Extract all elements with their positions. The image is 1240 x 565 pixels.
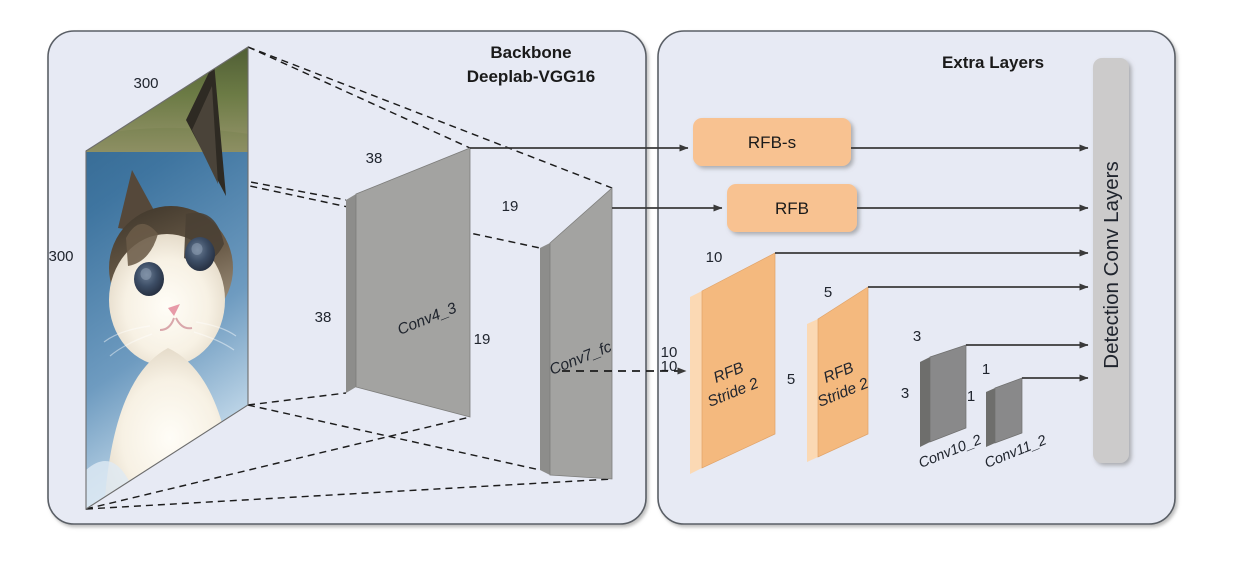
detection-conv-layers: Detection Conv Layers [1093, 58, 1129, 463]
conv7_fc-side-dim: 19 [474, 331, 491, 348]
extra-layers-title: Extra Layers [942, 53, 1044, 72]
rfb-s-label: RFB-s [748, 133, 796, 152]
conv11_2-top-dim: 1 [982, 361, 990, 378]
conv11_2-side-dim: 1 [967, 388, 975, 405]
detection-conv-layers-label: Detection Conv Layers [1100, 161, 1123, 368]
conv4_3-top-dim: 38 [366, 150, 383, 167]
layer-conv4_3: Conv4_3 [346, 147, 471, 418]
rfb-block: RFB [727, 184, 857, 232]
extra-layers-panel: Extra Layers Detection Conv Layers RFB-s… [657, 30, 1176, 525]
rfb-s-box [693, 118, 851, 166]
rfb-stride2-10-top-dim: 10 [706, 249, 723, 266]
rfb-s-block: RFB-s [693, 118, 851, 166]
conv10_2-side-dim: 3 [901, 385, 909, 402]
conv7_fc-top-dim: 19 [502, 198, 519, 215]
rfb-box [727, 184, 857, 232]
rfb-stride2-5-top-dim: 5 [824, 284, 832, 301]
input-height-label: 300 [48, 248, 73, 265]
dashed-feed-arrow: 10 [562, 344, 687, 375]
rfb-stride2-block-10: RFB Stride 2 [690, 252, 776, 474]
backbone-title-line2: Deeplab-VGG16 [467, 67, 596, 86]
backbone-panel: Backbone Deeplab-VGG16 [47, 30, 647, 525]
rfb-stride2-5-side-dim: 5 [787, 371, 795, 388]
backbone-title-line1: Backbone [490, 43, 571, 62]
dashed-feed-label: 10 [661, 344, 678, 361]
detection-conv-layers-bar [1093, 58, 1129, 463]
layer-conv7_fc: Conv7_fc [540, 187, 614, 480]
rfb-label: RFB [775, 199, 809, 218]
conv4_3-side-dim: 38 [315, 309, 332, 326]
input-width-label: 300 [133, 75, 158, 92]
rfb-stride2-block-5: RFB Stride 2 [807, 286, 871, 462]
conv10_2-top-dim: 3 [913, 328, 921, 345]
connection-arrows [470, 144, 1089, 382]
